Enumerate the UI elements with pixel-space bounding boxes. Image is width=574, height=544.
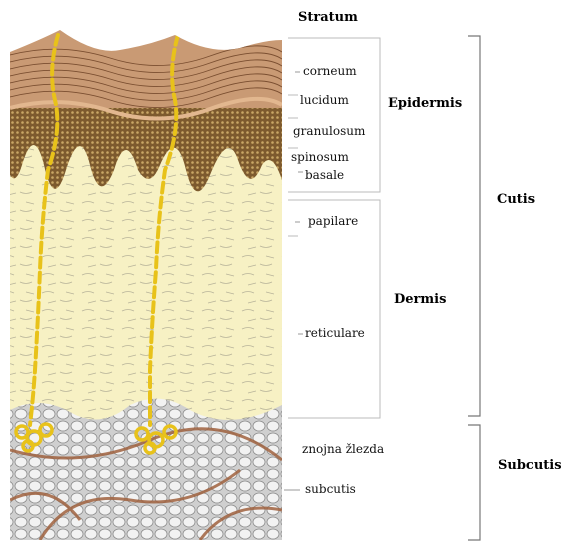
label-subcutis-small: subcutis xyxy=(305,482,356,496)
label-papilare: papilare xyxy=(308,214,358,228)
label-lucidum: lucidum xyxy=(300,93,349,107)
group-subcutis: Subcutis xyxy=(498,458,562,473)
label-spinosum: spinosum xyxy=(291,150,349,164)
group-dermis: Dermis xyxy=(394,292,446,307)
tissue-layers xyxy=(10,28,282,540)
group-epidermis: Epidermis xyxy=(388,96,462,111)
label-granulosum: granulosum xyxy=(293,124,365,138)
label-basale: basale xyxy=(305,168,344,182)
stratum-heading: Stratum xyxy=(298,10,358,25)
label-corneum: corneum xyxy=(303,64,357,78)
label-sweat-gland: znojna žlezda xyxy=(302,442,384,456)
label-reticulare: reticulare xyxy=(305,326,365,340)
group-cutis: Cutis xyxy=(497,192,535,207)
group-brackets xyxy=(468,36,480,540)
